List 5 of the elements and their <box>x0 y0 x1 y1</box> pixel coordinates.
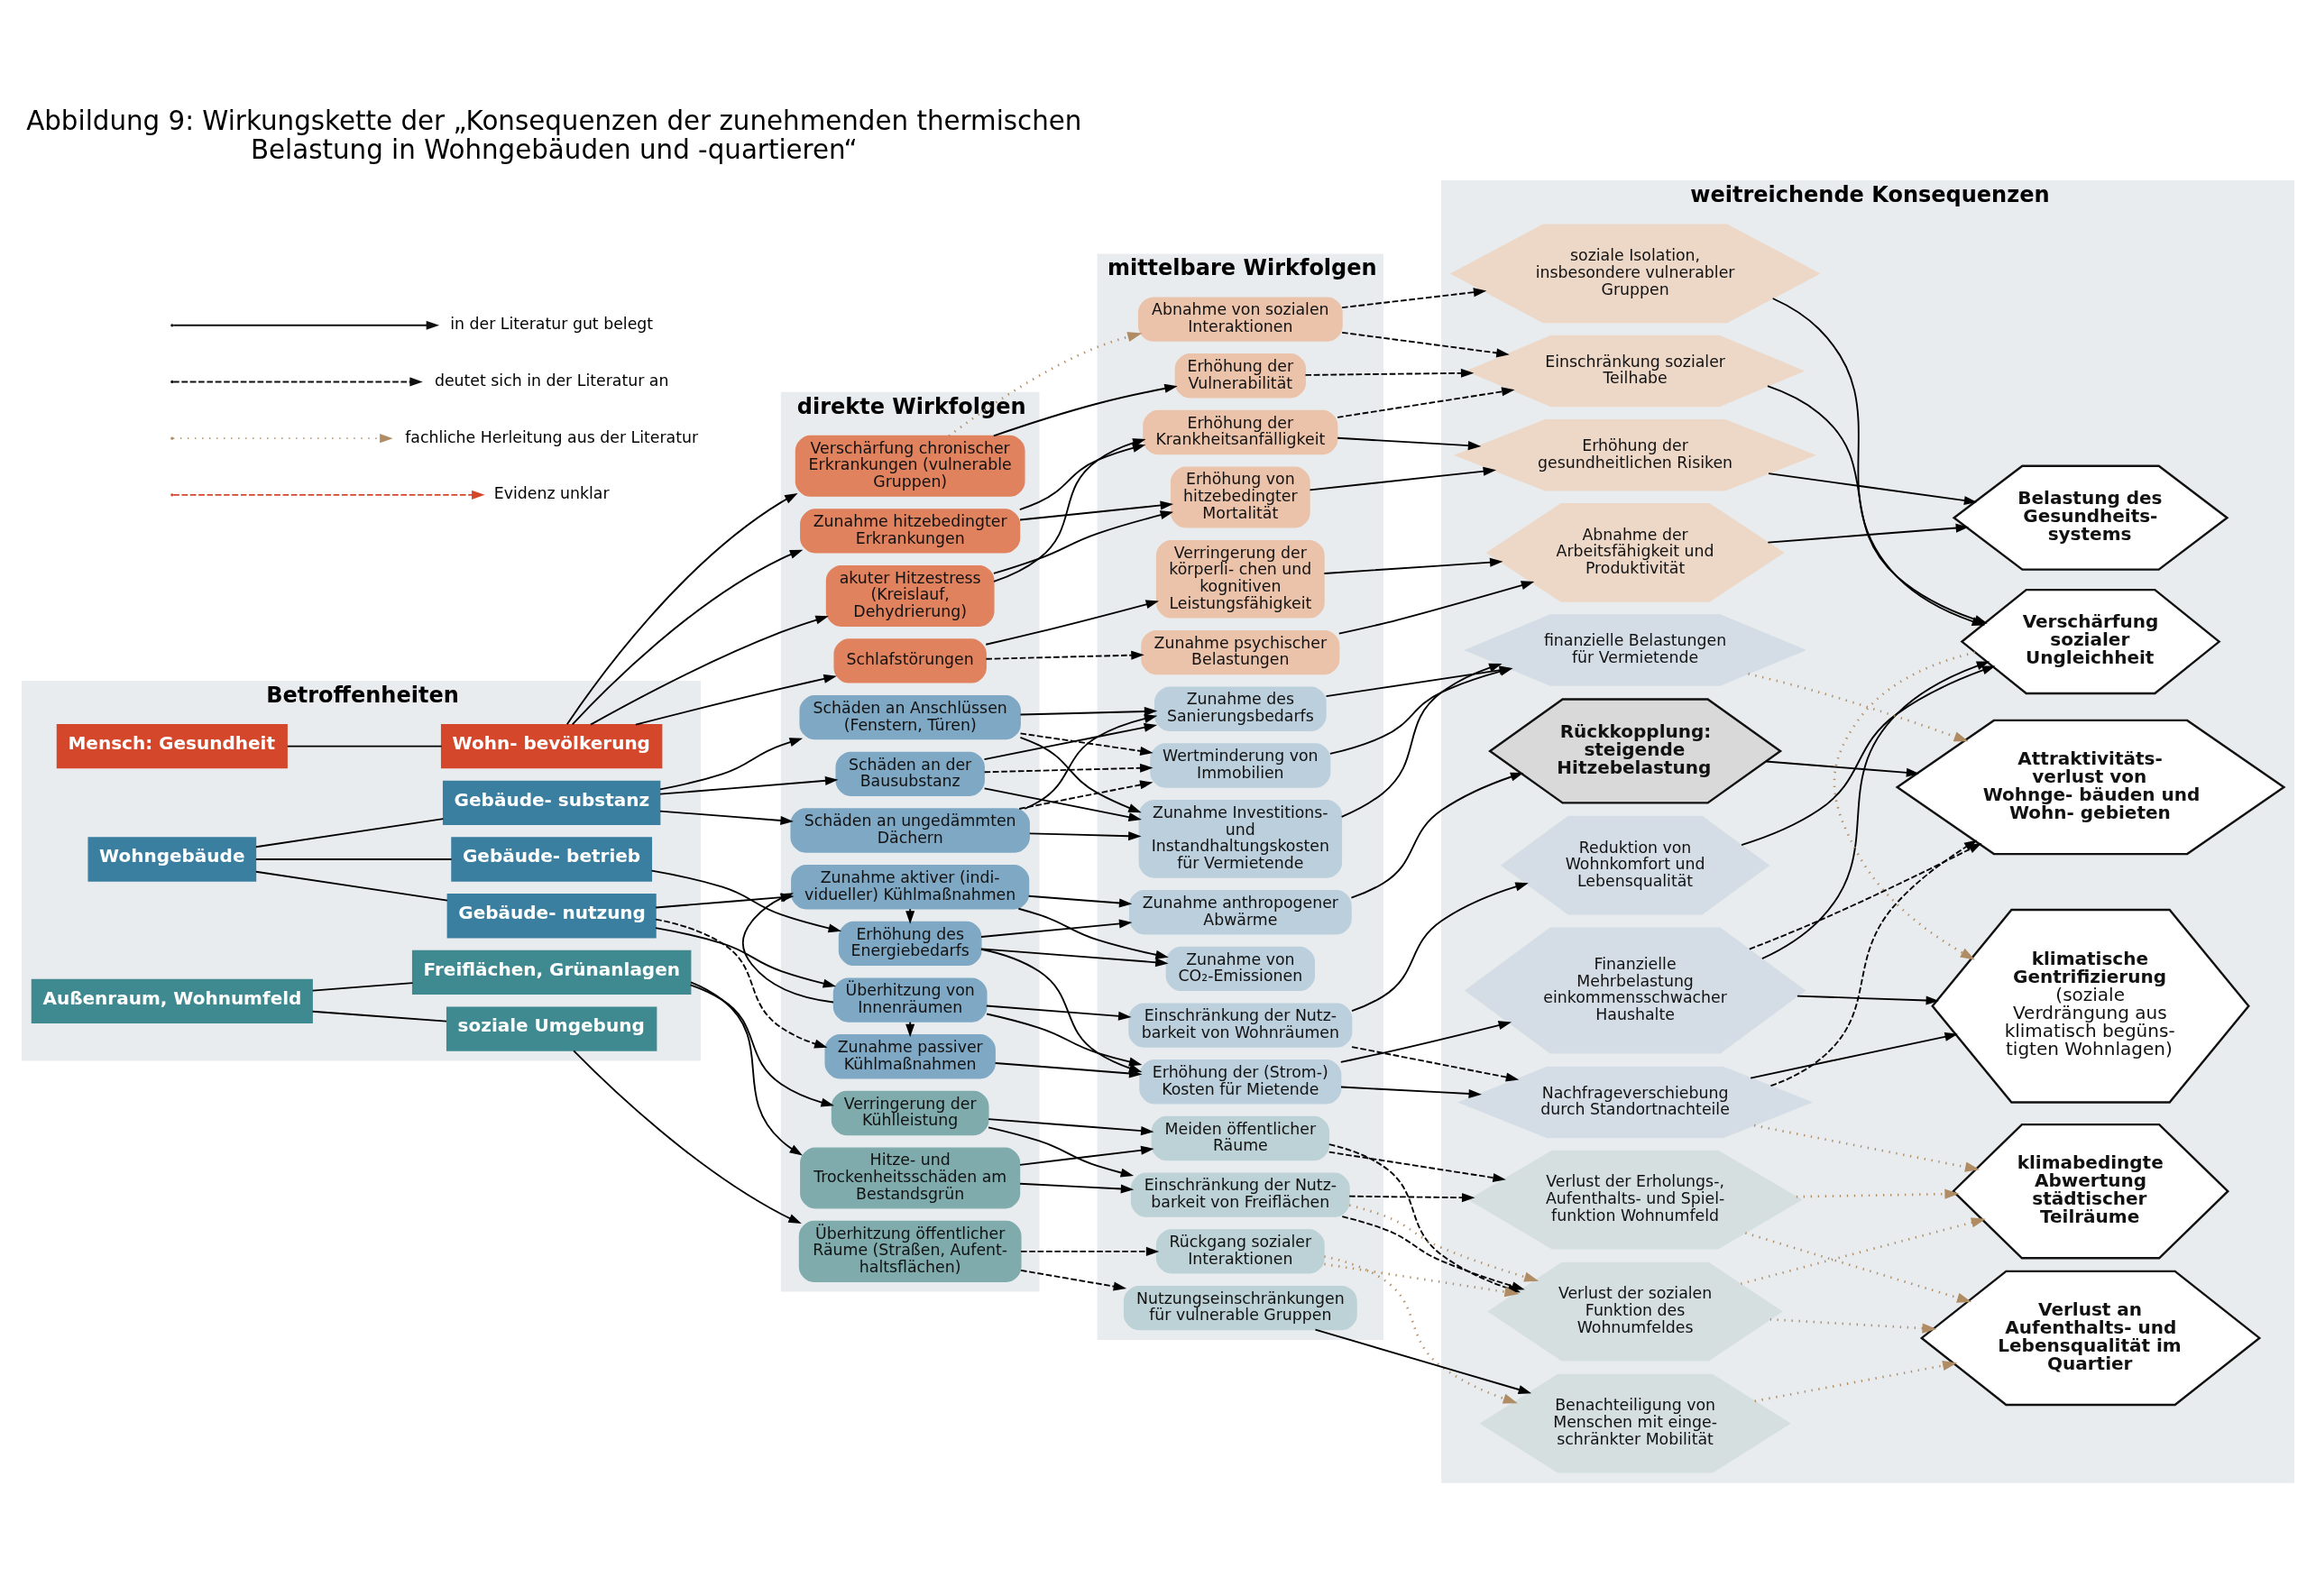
legend-label: deutet sich in der Literatur an <box>434 371 669 390</box>
legend-label: fachliche Herleitung aus der Literatur <box>405 427 699 446</box>
legend-label: in der Literatur gut belegt <box>450 315 654 334</box>
legend-label: Evidenz unklar <box>493 484 610 503</box>
diagram-title: Abbildung 9: Wirkungskette der „Konsequenzen der zunehmenden thermischen Belastung in Wohngebäuden und -quartieren“ <box>26 105 1082 166</box>
